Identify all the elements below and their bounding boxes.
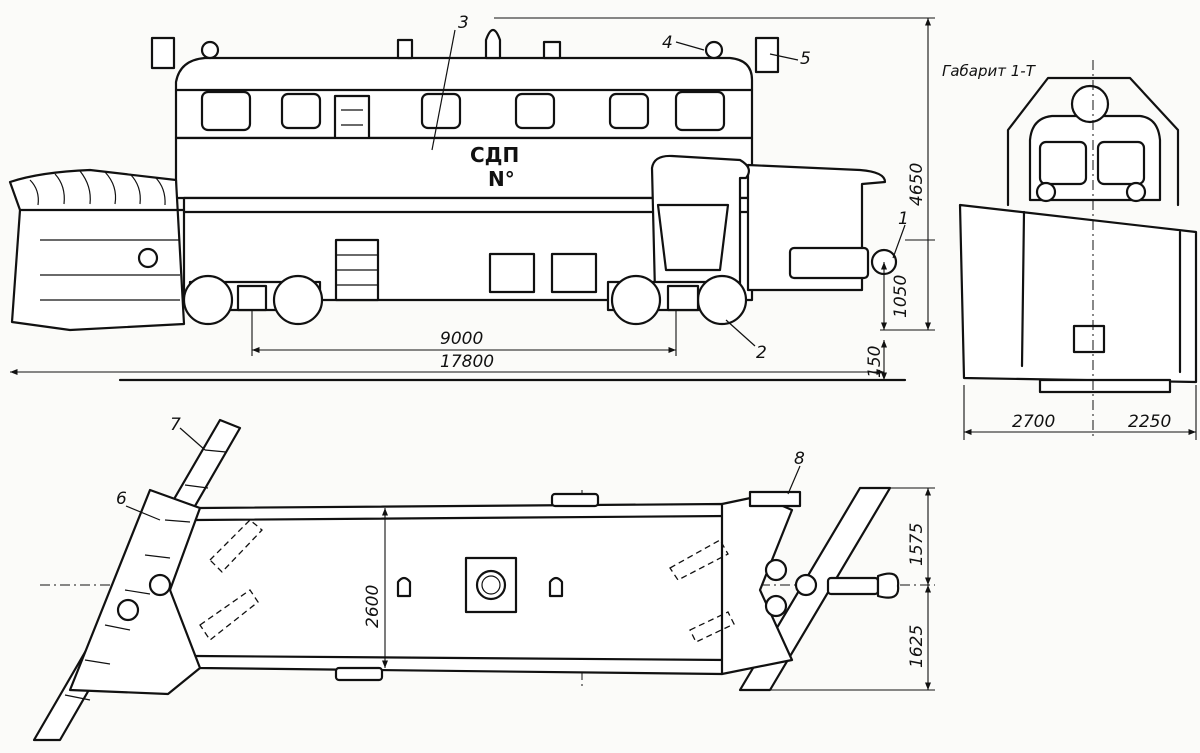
plan-rear-coupler	[826, 576, 880, 596]
front-plough	[8, 168, 186, 332]
dim-body-width: 2600	[363, 585, 383, 628]
front-blade	[958, 203, 1198, 384]
dim-right-width: 2250	[1128, 412, 1171, 432]
dim-total-height: 4650	[907, 163, 927, 206]
gauge-title: Габарит 1-Т	[942, 62, 1037, 80]
side-body-lower	[182, 196, 754, 302]
drawing-labels: СДП N° 3 4 5 1 2 6 7 8 9000 17800 4650 1…	[116, 13, 1171, 668]
callout-3: 3	[458, 13, 469, 33]
dim-wheelbase: 9000	[440, 329, 483, 349]
side-view	[8, 17, 935, 382]
callout-4: 4	[662, 33, 673, 53]
left-plough-braces	[64, 449, 227, 701]
callout-5: 5	[800, 49, 811, 69]
rear-bogie	[606, 274, 748, 326]
callout-8: 8	[794, 449, 805, 469]
platform-8	[748, 490, 802, 508]
dim-coupler-height: 1050	[891, 275, 911, 318]
rear-coupler	[788, 246, 870, 280]
dim-right-lower: 1625	[907, 625, 927, 668]
plough-ribs	[29, 170, 166, 206]
body-text-no: N°	[488, 167, 515, 191]
plan-view	[32, 418, 935, 742]
dim-left-width: 2700	[1012, 412, 1055, 432]
dim-rail-clearance: 150	[865, 346, 885, 378]
gauge-outline	[1006, 76, 1180, 207]
front-view	[958, 60, 1198, 440]
headlight	[1070, 84, 1110, 124]
front-bogie	[182, 274, 324, 326]
dim-total-length: 17800	[440, 352, 494, 372]
callout-1: 1	[898, 209, 909, 229]
side-roof	[174, 56, 754, 140]
side-windows	[200, 90, 726, 132]
callout-6: 6	[116, 489, 127, 509]
body-text-sdp: СДП	[470, 143, 519, 167]
roof-equipment	[150, 28, 780, 74]
callout-2: 2	[756, 343, 767, 363]
callout-7: 7	[170, 415, 181, 435]
dim-right-upper: 1575	[907, 523, 927, 566]
